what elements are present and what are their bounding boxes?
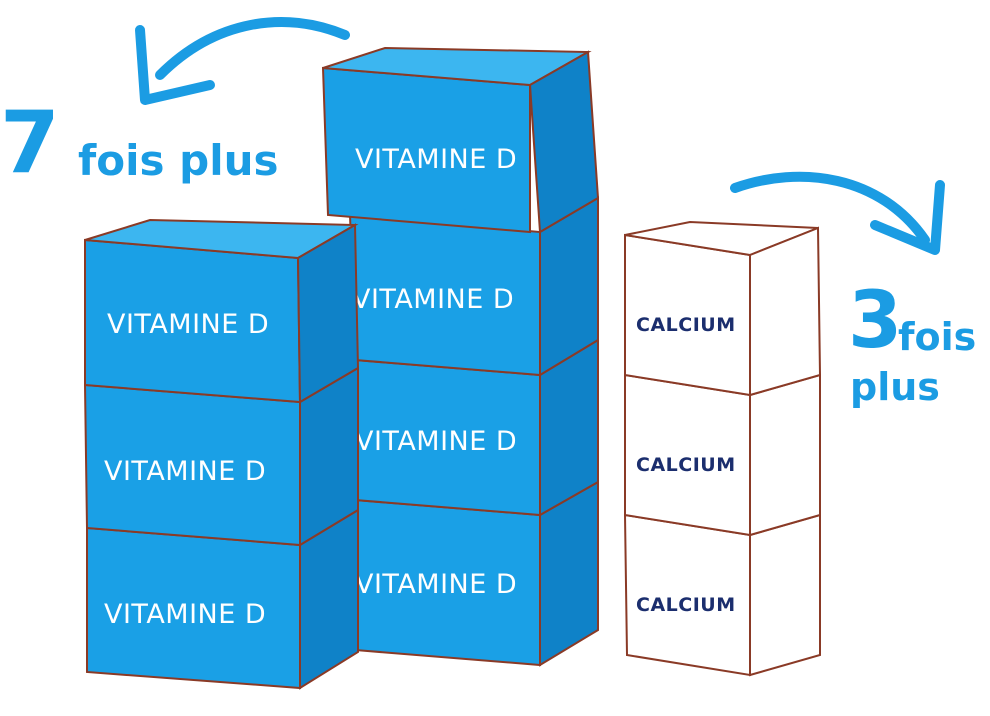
vitamin-box: VITAMINE D — [354, 338, 599, 517]
vitamin-box-label: VITAMINE D — [104, 456, 266, 487]
vitamin-box: VITAMINE D — [86, 508, 359, 690]
vitamin-box: VITAMINE D — [354, 480, 599, 667]
left-arrow-icon — [135, 17, 350, 105]
vitamin-box: VITAMINE D — [348, 196, 599, 377]
left-vitamin-stack: VITAMINE D VITAMINE D VITAMINE D — [83, 218, 360, 690]
right-arrow-icon — [730, 171, 945, 255]
vitamin-box-label: VITAMINE D — [355, 144, 517, 175]
left-multiplier-text: fois plus — [78, 136, 279, 185]
calcium-stack: CALCIUM CALCIUM CALCIUM — [623, 220, 822, 677]
vitamin-box: VITAMINE D — [321, 46, 600, 234]
vitamin-box-label: VITAMINE D — [107, 309, 269, 340]
calcium-box-label: CALCIUM — [636, 314, 736, 336]
right-multiplier-text-bottom: plus — [850, 365, 940, 409]
left-multiplier-number: 7 — [0, 93, 60, 193]
right-multiplier-number: 3 — [848, 276, 903, 366]
calcium-box: CALCIUM — [624, 373, 821, 537]
right-multiplier-text-top: fois — [898, 315, 977, 359]
calcium-box-label: CALCIUM — [636, 594, 736, 616]
vitamin-box-label: VITAMINE D — [352, 284, 514, 315]
calcium-box-label: CALCIUM — [636, 454, 736, 476]
calcium-box: CALCIUM — [623, 513, 821, 677]
vitamin-box: VITAMINE D — [84, 218, 360, 404]
calcium-box: CALCIUM — [624, 220, 822, 397]
vitamin-box-label: VITAMINE D — [355, 569, 517, 600]
middle-vitamin-stack: VITAMINE D VITAMINE D VITAMINE D VITAMIN… — [321, 46, 600, 667]
vitamin-box-label: VITAMINE D — [104, 599, 266, 630]
vitamin-box-label: VITAMINE D — [355, 426, 517, 457]
